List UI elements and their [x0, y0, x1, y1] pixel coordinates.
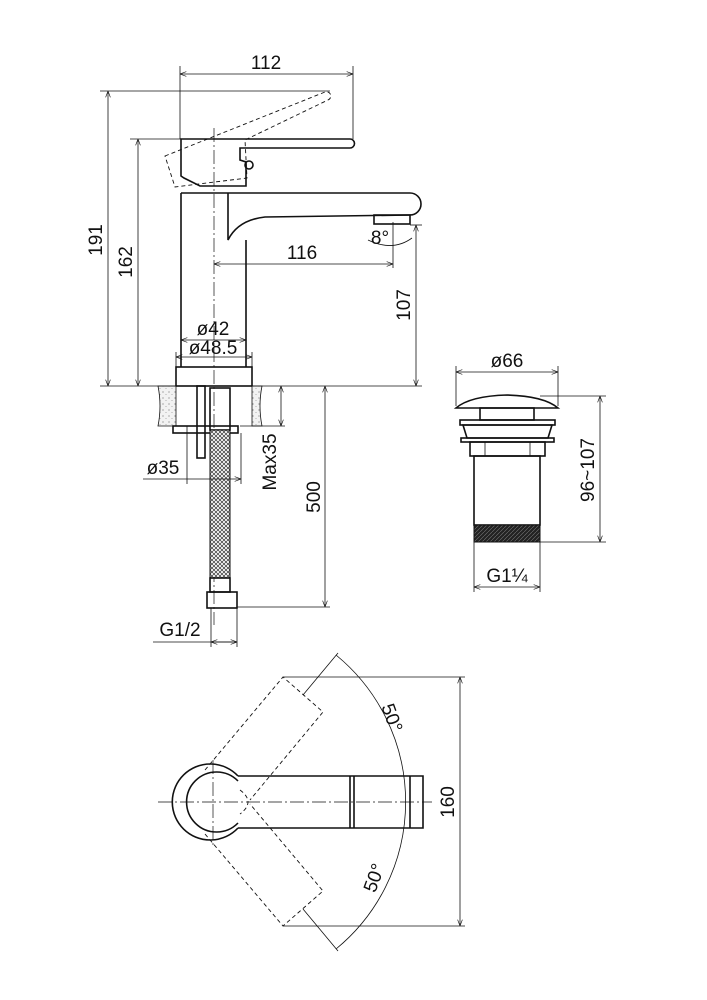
- dim-50deg-down: 50°: [360, 861, 390, 895]
- body-inner-ring: [185, 771, 239, 833]
- hose-fitting-bottom: [209, 577, 231, 593]
- side-view: 112 191 162 116 8° 107 ø42 ø48.5 ø35 Max…: [86, 53, 422, 647]
- hose-nut: [206, 591, 238, 609]
- dim-112: 112: [251, 53, 281, 74]
- dim-g1-2: G1/2: [159, 620, 200, 641]
- dim-500: 500: [304, 481, 325, 513]
- dim-191: 191: [86, 224, 107, 256]
- dim-g1-1-4: G1¼: [486, 566, 528, 587]
- dim-8deg: 8°: [371, 228, 389, 249]
- top-view: 50° 50° 160: [158, 652, 465, 952]
- dim-max35: Max35: [260, 433, 281, 490]
- hose-fitting-top: [209, 387, 231, 431]
- lever-rotated-right: [204, 803, 324, 927]
- drain-nut: [469, 441, 546, 457]
- countertop-right: [251, 385, 263, 427]
- drain-thread: [473, 524, 541, 543]
- drain-view: ø66 96~107 G1¼: [453, 351, 606, 592]
- handle-raised-position: [164, 91, 332, 188]
- body-outer-ring: [171, 763, 239, 841]
- lever-rotated-left: [204, 676, 324, 801]
- dim-162: 162: [116, 246, 137, 278]
- dim-d35: ø35: [147, 458, 180, 479]
- mounting-rod: [196, 385, 206, 459]
- handle: [180, 138, 356, 187]
- dim-50deg-up: 50°: [376, 701, 406, 735]
- dim-107: 107: [394, 289, 415, 321]
- lever-top: [238, 775, 424, 829]
- dim-116: 116: [287, 243, 317, 264]
- drain-cap: [453, 394, 561, 409]
- rotation-arc: [335, 654, 407, 950]
- handle-screw: [244, 160, 254, 170]
- dim-d66: ø66: [491, 351, 524, 372]
- countertop-left: [157, 385, 177, 427]
- drain-stem: [479, 407, 535, 421]
- dim-96-107: 96~107: [578, 438, 599, 502]
- dim-d48-5: ø48.5: [189, 338, 238, 359]
- drain-body: [473, 455, 541, 526]
- aerator: [373, 214, 411, 225]
- dim-d42: ø42: [197, 319, 230, 340]
- braided-hose: [209, 429, 231, 579]
- dim-160: 160: [438, 786, 459, 818]
